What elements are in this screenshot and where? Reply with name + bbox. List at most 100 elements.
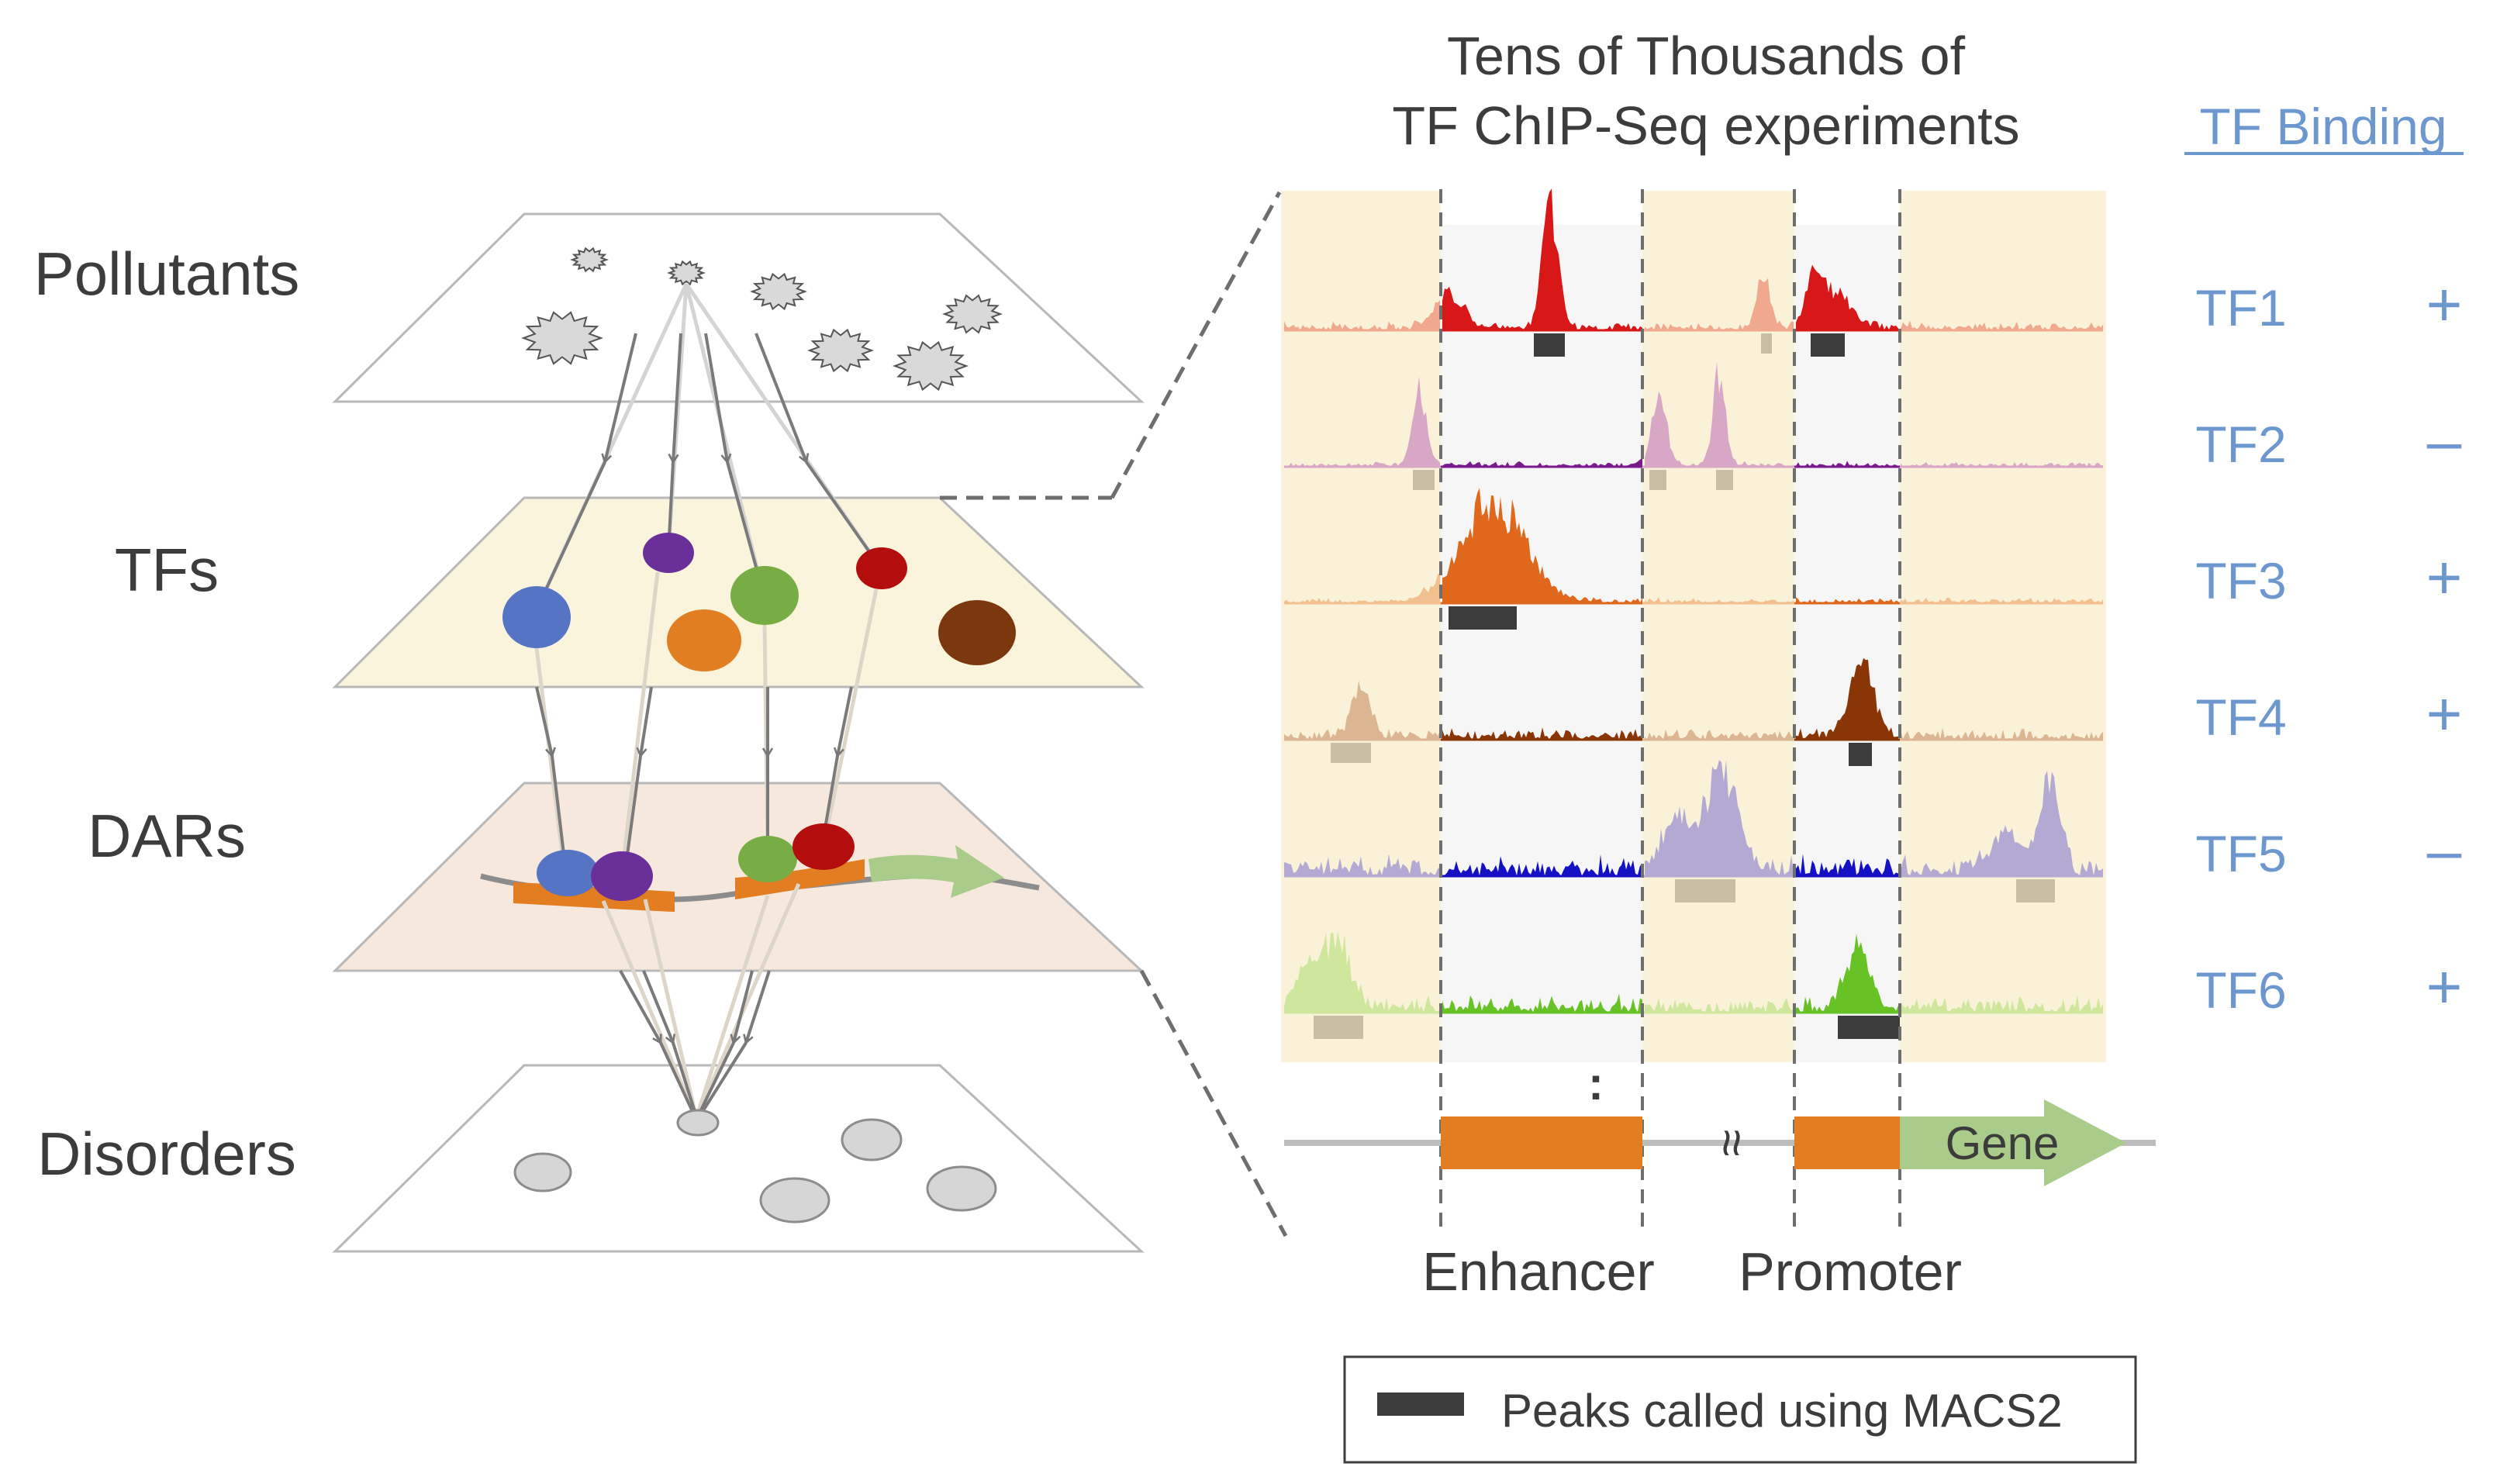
disorder-ellipse-icon [841,1118,903,1161]
tf-sign: + [2426,543,2463,612]
gene-arrow-icon [1900,1099,2126,1186]
dar-region-right [735,859,865,899]
pollutants-plane [332,212,1145,403]
tf-circles [502,533,1016,671]
dar-dna [480,823,1040,912]
tf-circle-icon [730,566,799,625]
enhancer-window [1441,225,1642,1062]
macs2-peak [1716,470,1733,490]
highlight-left [1281,191,1441,1062]
pollutant-star-icon [521,311,603,365]
tf-label: TF1 [2195,279,2286,336]
tf-label: TF3 [2195,552,2286,609]
signal-tf6 [1442,934,1898,1013]
macs2-peak [1649,470,1666,490]
tf-circle-icon [537,850,599,896]
macs2-peak [1849,743,1872,766]
layer-stack [332,212,1145,1253]
tf-sign: + [2426,679,2463,748]
legend-label: Peaks called using MACS2 [1501,1385,2063,1437]
layer-labels: Pollutants TFs DARs Disorders [34,240,300,1188]
track-tf1: TF1 + [1284,188,2462,357]
pollutant-star-icon [893,340,969,392]
macs2-peak [1761,333,1772,354]
pollutant-stars [521,247,1003,392]
tf-circle-icon [856,547,907,589]
legend: Peaks called using MACS2 [1343,1355,2137,1464]
boundary-lines [1439,189,1901,1233]
dar-to-disorder-links [601,882,801,1120]
panel-title-line1: Tens of Thousands of [1447,26,1966,86]
chip-tracks: TF1 + TF2 – TF3 + TF4 + TF5 – TF6 + [1284,188,2462,1039]
pollutant-star-icon [667,260,706,286]
signal-tf5 [1442,854,1898,876]
layer-label-pollutants: Pollutants [34,240,300,308]
enhancer-label: Enhancer [1422,1241,1655,1302]
highlight-right [1900,191,2106,1062]
chip-panel-header: Tens of Thousands of TF ChIP-Seq experim… [1392,26,2464,156]
signal-tf4 [1284,680,2103,740]
tf-circle-icon [738,836,797,882]
tf-circle-icon [502,586,571,648]
track-tf2: TF2 – [1284,362,2462,490]
promoter-box [1794,1116,1900,1169]
pollutant-star-icon [750,272,807,311]
signal-tf5 [1284,760,2103,876]
tf-circle-icon [643,533,694,573]
pollutant-star-icon [807,328,874,373]
tf-label: TF6 [2195,961,2286,1019]
tf-binding-header: TF Binding [2199,98,2447,155]
disorders-plane [332,1064,1145,1253]
promoter-label: Promoter [1739,1241,1962,1302]
layer-label-disorders: Disorders [37,1120,296,1188]
tf-sign: – [2427,816,2462,885]
macs2-peak [1811,333,1845,357]
tf-label: TF5 [2195,825,2286,882]
signal-tf4 [1442,657,1898,740]
signal-tf1 [1442,188,1898,330]
track-tf3: TF3 + [1284,488,2462,630]
tf-label: TF2 [2195,416,2286,473]
dars-plane [332,782,1145,972]
gene-arrow-icon [868,845,1004,898]
track-tf4: TF4 + [1284,657,2463,766]
tf-circle-icon [793,823,855,870]
disorder-ellipse-icon [513,1152,572,1192]
signal-tf6 [1284,931,2103,1013]
zoom-connectors [940,191,1288,1237]
tf-circle-icon [667,609,741,671]
panel-title-line2: TF ChIP-Seq experiments [1392,95,2019,156]
promoter-window [1794,225,1900,1062]
disorder-ellipse-icon [676,1109,720,1137]
macs2-peak [1314,1016,1363,1039]
pollutant-star-icon [570,247,609,273]
tf-sign: + [2426,952,2463,1021]
tf-circle-icon [938,600,1016,665]
tf-sign: + [2426,270,2463,339]
track-background [1281,191,2106,1062]
layer-label-tfs: TFs [115,536,219,604]
track-tf5: TF5 – [1284,760,2462,902]
tf-label: TF4 [2195,689,2286,746]
pollutant-star-icon [942,294,1003,334]
macs2-peak [1413,470,1435,490]
macs2-peak [1449,606,1517,630]
gene-model: Gene ≈ : Enhancer Promoter [1284,1058,2156,1302]
track-tf6: TF6 + [1284,931,2463,1039]
tf-sign: – [2427,406,2462,475]
signal-tf3 [1442,488,1898,603]
macs2-peak [1331,743,1371,763]
legend-peak-swatch [1377,1393,1464,1416]
macs2-peak [1675,879,1735,902]
macs2-peak [2016,879,2055,902]
layer-label-dars: DARs [88,802,246,870]
macs2-peak [1534,333,1565,357]
tf-to-dar-links [534,571,879,875]
gene-label: Gene [1946,1117,2060,1169]
legend-box [1343,1355,2137,1464]
enhancer-box [1441,1116,1642,1169]
break-symbol: ≈ [1704,1129,1760,1156]
disorder-ellipse-icon [759,1177,830,1223]
macs2-peak [1838,1016,1900,1039]
